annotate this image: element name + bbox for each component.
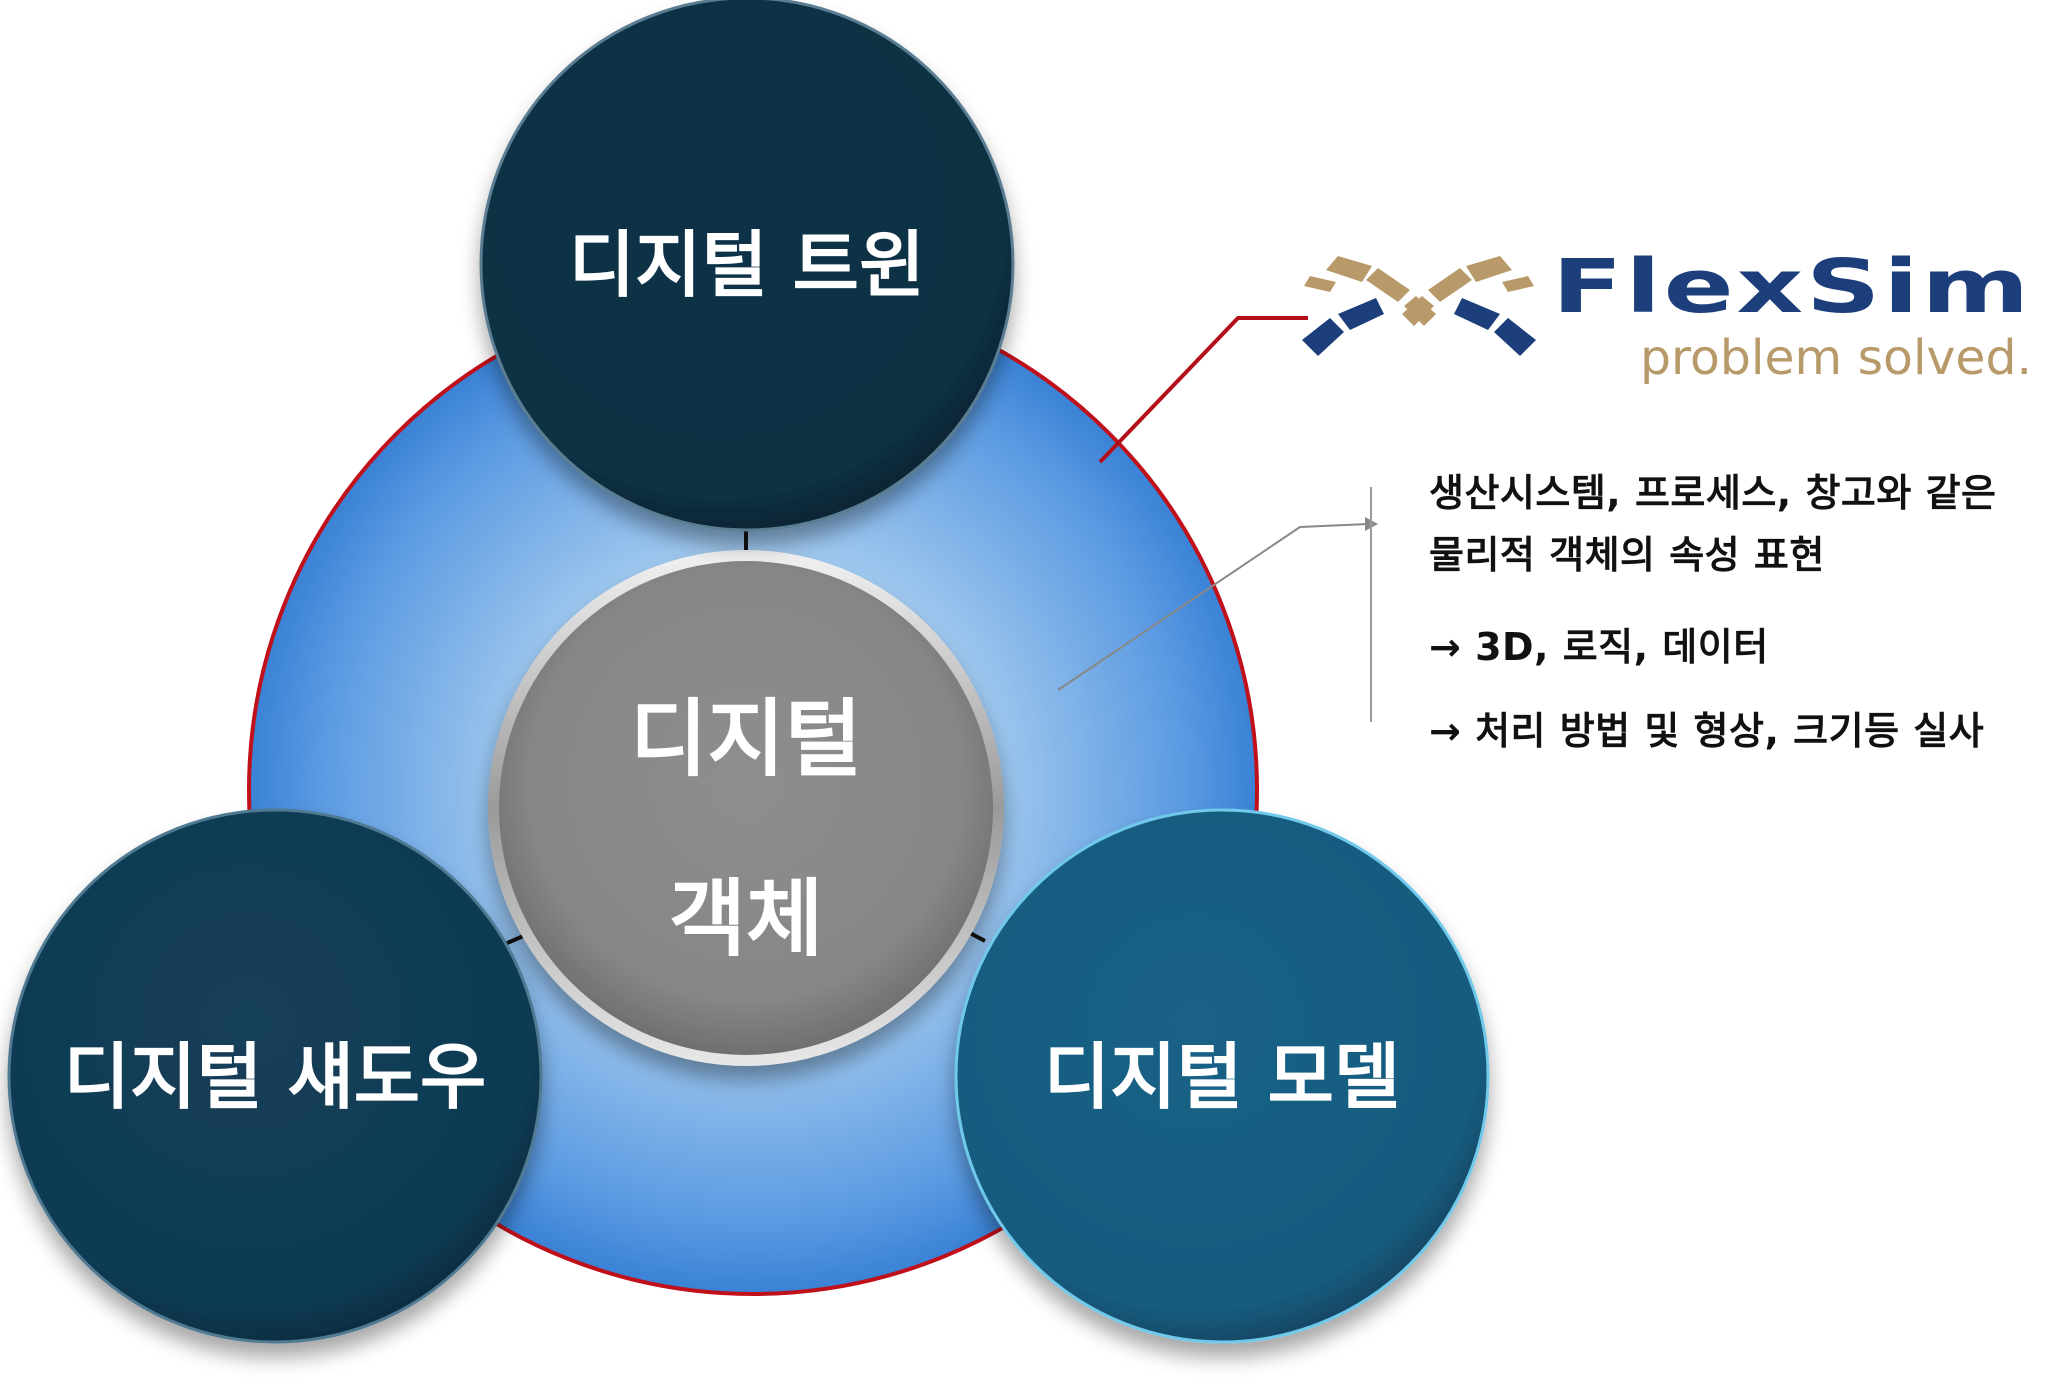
description-callout-line [1057, 523, 1369, 691]
bottom-left-node-label: 디지털 섀도우 [64, 1035, 487, 1119]
flexsim-x-mark-icon [1302, 256, 1536, 356]
center-node [488, 550, 1004, 1066]
description-bullet-2: → 처리 방법 및 형상, 크기등 실사 [1429, 709, 1985, 753]
description-line-1: 생산시스템, 프로세스, 창고와 같은 [1429, 471, 1997, 515]
description-block: 생산시스템, 프로세스, 창고와 같은 물리적 객체의 속성 표현 → 3D, … [1429, 462, 2039, 762]
logo-callout-line [1098, 316, 1308, 464]
bottom-right-node-label: 디지털 모델 [1044, 1035, 1400, 1119]
description-bullet-1: → 3D, 로직, 데이터 [1429, 625, 1769, 669]
flexsim-wordmark: FlexSim [1552, 244, 2032, 330]
top-node-label: 디지털 트윈 [569, 223, 925, 307]
top-node [479, 0, 1015, 532]
bottom-left-node [7, 808, 543, 1344]
flexsim-logo: FlexSim problem solved. [1302, 244, 2032, 386]
bottom-right-node [954, 808, 1490, 1344]
center-label-line1: 디지털 [630, 690, 862, 788]
flexsim-tagline: problem solved. [1640, 330, 2032, 386]
center-label-line2: 객체 [669, 870, 824, 968]
description-line-2: 물리적 객체의 속성 표현 [1429, 533, 1825, 577]
